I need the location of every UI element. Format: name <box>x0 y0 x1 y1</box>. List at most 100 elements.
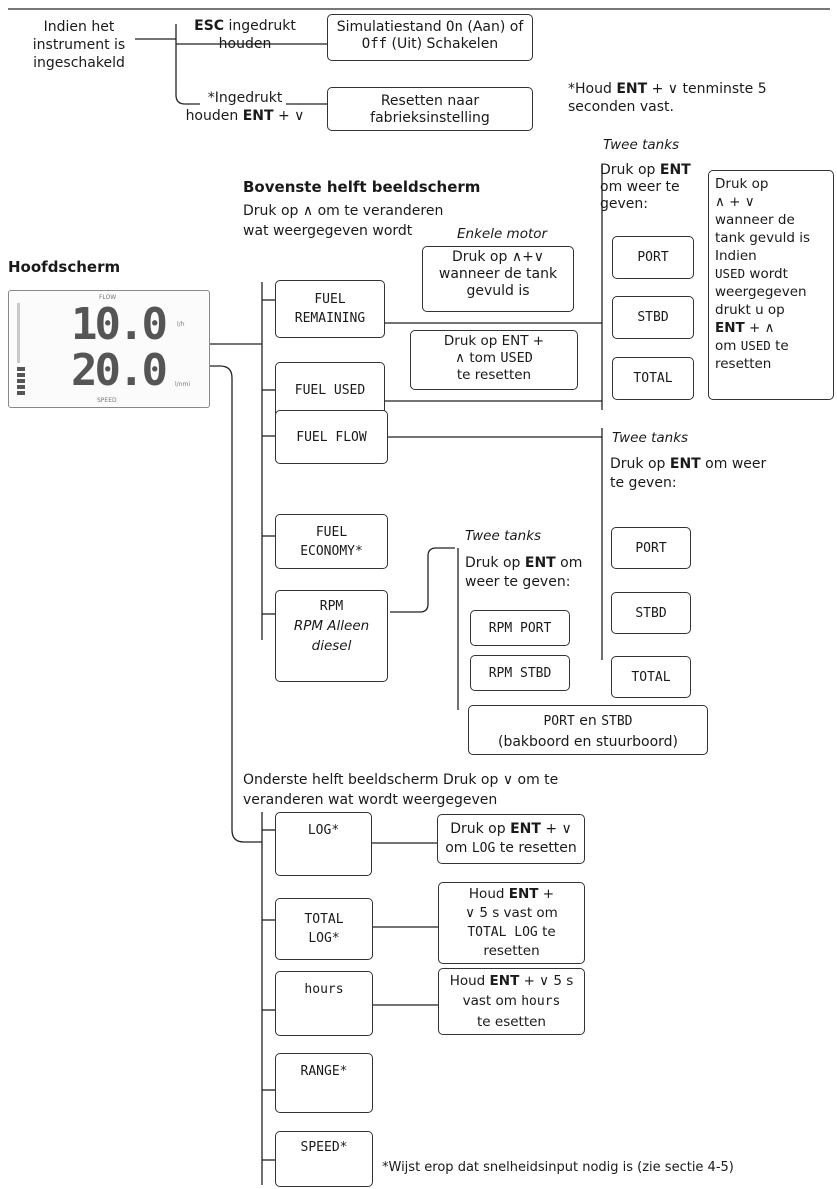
press-ent-1-key: ENT <box>659 162 691 178</box>
tank-note-used2: USED <box>740 338 771 353</box>
fuel-flow-box[interactable]: FUEL FLOW <box>275 410 388 464</box>
port-label-2: PORT <box>635 540 667 556</box>
press-ent-1-b: om weer te geven: <box>600 179 680 212</box>
hours-a: Houd <box>449 973 486 989</box>
log-box[interactable]: LOG* <box>275 812 372 876</box>
press-ent-1-a: Druk op <box>600 162 656 178</box>
upper-subheading: Druk op ∧ om te veranderen wat weergegev… <box>243 203 444 239</box>
range-label: RANGE* <box>300 1064 348 1079</box>
two-tanks-label-2: Twee tanks <box>612 430 689 446</box>
lower-heading: Onderste helft beeldscherm Druk op ∨ om … <box>243 772 559 808</box>
factory-reset-note: *Houd ENT + ∨ tenminste 5 seconden vast. <box>568 80 768 116</box>
port-label-1: PORT <box>637 250 669 265</box>
and-word: en <box>579 713 597 729</box>
hours-box[interactable]: hours <box>275 971 373 1036</box>
tank-note-b: ∧ + ∨ <box>715 194 755 210</box>
press-ent-3: Druk op ENT om weer te geven: <box>465 554 600 592</box>
press-ent-2-b: om weer te geven: <box>610 456 767 491</box>
stbd-box-2[interactable]: STBD <box>611 592 691 634</box>
tank-note-key: ENT <box>715 320 745 336</box>
fuel-economy-box[interactable]: FUEL ECONOMY* <box>275 514 388 569</box>
rpm-port-label: RPM PORT <box>488 620 552 636</box>
bar-graph <box>17 303 25 395</box>
tlog-a: Houd <box>468 886 505 902</box>
simulation-mode-box[interactable]: Simulatiestand On (Aan) of Off (Uit) Sch… <box>327 14 533 61</box>
press-ent-2: Druk op ENT om weer te geven: <box>610 455 770 493</box>
press-ent-2-key: ENT <box>669 456 701 472</box>
stbd-and-code: STBD <box>601 714 633 729</box>
press-ent-1: Druk op ENT om weer te geven: <box>600 162 700 213</box>
hours-b: + ∨ 5 s <box>523 973 574 989</box>
fuel-economy-line2: ECONOMY* <box>300 543 363 559</box>
fuel-used-box[interactable]: FUEL USED <box>275 362 385 418</box>
rpm-box[interactable]: RPM RPM Alleen diesel <box>275 590 388 682</box>
ent-key: ENT <box>242 108 274 124</box>
port-box-1[interactable]: PORT <box>612 236 694 279</box>
footnote: *Wijst erop dat snelheidsinput nodig is … <box>382 1160 734 1175</box>
factory-reset-box[interactable]: Resetten naar fabrieksinstelling <box>327 87 533 131</box>
used-reset-c: te resetten <box>456 367 532 383</box>
port-and-code: PORT <box>543 714 575 729</box>
used-code: USED <box>500 350 533 366</box>
total-label-1: TOTAL <box>633 371 673 386</box>
tank-filled-b: wanneer de tank gevuld is <box>438 266 558 299</box>
tank-note-d: Indien <box>715 248 757 264</box>
hold-esc-text: ingedrukt houden <box>218 18 296 52</box>
hold-ent-text: *Ingedrukt houden <box>185 90 283 124</box>
two-tanks-label-3: Twee tanks <box>465 528 542 544</box>
port-box-2[interactable]: PORT <box>611 527 691 569</box>
total-label-2: TOTAL <box>631 669 671 685</box>
hours-reset-note: Houd ENT + ∨ 5 s vast om hours te esette… <box>438 968 585 1035</box>
range-box[interactable]: RANGE* <box>275 1053 373 1113</box>
hold-esc-label: ESC ingedrukt houden <box>180 17 310 53</box>
single-engine-label: Enkele motor <box>457 226 548 242</box>
upper-heading: Bovenste helft beeldscherm <box>243 178 481 196</box>
fuel-remaining-line2: REMAINING <box>294 311 366 326</box>
top-unit: l/h <box>177 321 185 328</box>
bottom-small-label: SPEED <box>97 397 117 404</box>
press-ent-3-a: Druk op <box>465 555 521 571</box>
total-box-2[interactable]: TOTAL <box>611 656 691 698</box>
tank-filled-note: Druk op ∧+∨ wanneer de tank gevuld is <box>422 246 574 312</box>
hours-key: ENT <box>489 973 520 989</box>
rpm-stbd-box[interactable]: RPM STBD <box>470 655 570 691</box>
used-reset-b: ∧ tom <box>455 350 497 366</box>
tank-note-h: te resetten <box>715 338 789 372</box>
total-log-box[interactable]: TOTAL LOG* <box>275 898 373 960</box>
log-note-c: om <box>445 840 468 856</box>
fuel-remaining-box[interactable]: FUEL REMAINING <box>275 280 385 338</box>
fuel-flow-label: FUEL FLOW <box>296 429 367 445</box>
bottom-value: 20.0 <box>71 345 168 396</box>
sim-off-code: Off <box>361 36 388 52</box>
tank-note-a: Druk op <box>715 176 769 192</box>
rpm-only-a: RPM Alleen <box>293 618 370 634</box>
tank-note-f: + ∧ <box>749 320 775 336</box>
port-stbd-dutch: (bakboord en stuurboord) <box>498 734 678 750</box>
stbd-box-1[interactable]: STBD <box>612 296 694 339</box>
tlog-d: te <box>542 924 556 940</box>
speed-box[interactable]: SPEED* <box>275 1131 373 1187</box>
tank-note-c: wanneer de tank gevuld is <box>715 212 811 246</box>
top-value: 10.0 <box>71 299 168 350</box>
log-label: LOG* <box>307 823 340 838</box>
speed-label: SPEED* <box>300 1140 348 1155</box>
press-ent-3-b: om weer te geven: <box>465 555 583 590</box>
log-note-d: te resetten <box>499 840 577 856</box>
hold-ent-plus: + ∨ <box>278 108 305 124</box>
tank-note-e: wordt weergegeven drukt u op <box>715 266 807 318</box>
total-box-1[interactable]: TOTAL <box>612 357 694 400</box>
main-screen-label: Hoofdscherm <box>8 258 121 276</box>
hours-c: vast om <box>462 993 517 1009</box>
fuel-economy-line1: FUEL <box>315 524 348 540</box>
hold-ent-label: *Ingedrukt houden ENT + ∨ <box>180 89 310 125</box>
tlog-c: ∨ 5 s vast om <box>465 905 558 921</box>
tank-filled-a: Druk op ∧+∨ <box>451 249 545 265</box>
log-note-code: LOG <box>471 841 496 856</box>
rpm-port-box[interactable]: RPM PORT <box>470 610 570 646</box>
port-stbd-box[interactable]: PORT en STBD (bakboord en stuurboord) <box>468 705 708 755</box>
press-ent-2-a: Druk op <box>610 456 666 472</box>
fuel-used-label: FUEL USED <box>294 382 366 398</box>
top-rule <box>8 8 830 10</box>
